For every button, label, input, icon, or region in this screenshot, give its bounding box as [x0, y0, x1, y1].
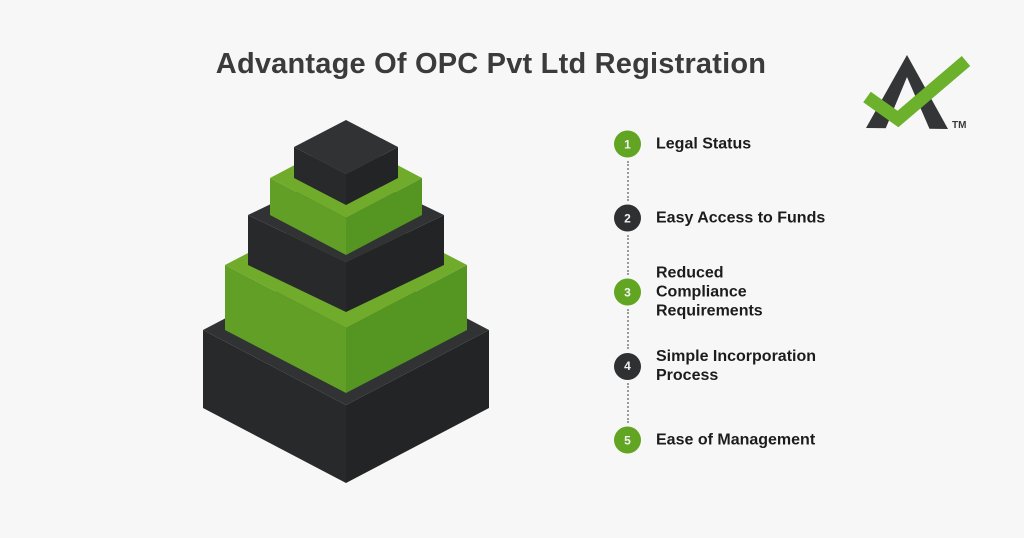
- advantage-item-5: 5 Ease of Management: [614, 426, 841, 454]
- step-number-badge: 4: [614, 352, 641, 380]
- advantage-label: Legal Status: [656, 135, 752, 153]
- step-number-badge: 5: [614, 426, 641, 454]
- advantage-item-1: 1 Legal Status: [614, 130, 841, 158]
- step-number: 5: [624, 433, 631, 447]
- dotted-connector: [627, 309, 629, 349]
- step-number-badge: 2: [614, 204, 641, 232]
- pyramid-layer-1: [294, 120, 398, 205]
- step-number: 2: [624, 211, 631, 225]
- step-number: 1: [624, 137, 631, 151]
- dotted-connector: [627, 235, 629, 275]
- advantage-label: Easy Access to Funds: [656, 209, 826, 227]
- step-number: 4: [624, 359, 631, 373]
- trademark-label: TM: [952, 120, 966, 131]
- dotted-connector: [627, 161, 629, 201]
- advantage-label: Ease of Management: [656, 431, 816, 449]
- step-number-badge: 1: [614, 130, 641, 158]
- checkmark-icon: [863, 56, 971, 128]
- advantage-item-2: 2 Easy Access to Funds: [614, 204, 841, 232]
- step-number: 3: [624, 285, 631, 299]
- advantage-label: Reduced Compliance Requirements: [656, 264, 763, 320]
- advantage-item-3: 3 Reduced Compliance Requirements: [614, 264, 841, 321]
- dotted-connector: [627, 383, 629, 423]
- page-title: Advantage Of OPC Pvt Ltd Registration: [215, 48, 767, 80]
- advantage-label: Simple Incorporation Process: [656, 348, 817, 384]
- brand-logo: TM: [863, 55, 971, 131]
- advantage-item-4: 4 Simple Incorporation Process: [614, 347, 841, 385]
- step-number-badge: 3: [614, 278, 641, 306]
